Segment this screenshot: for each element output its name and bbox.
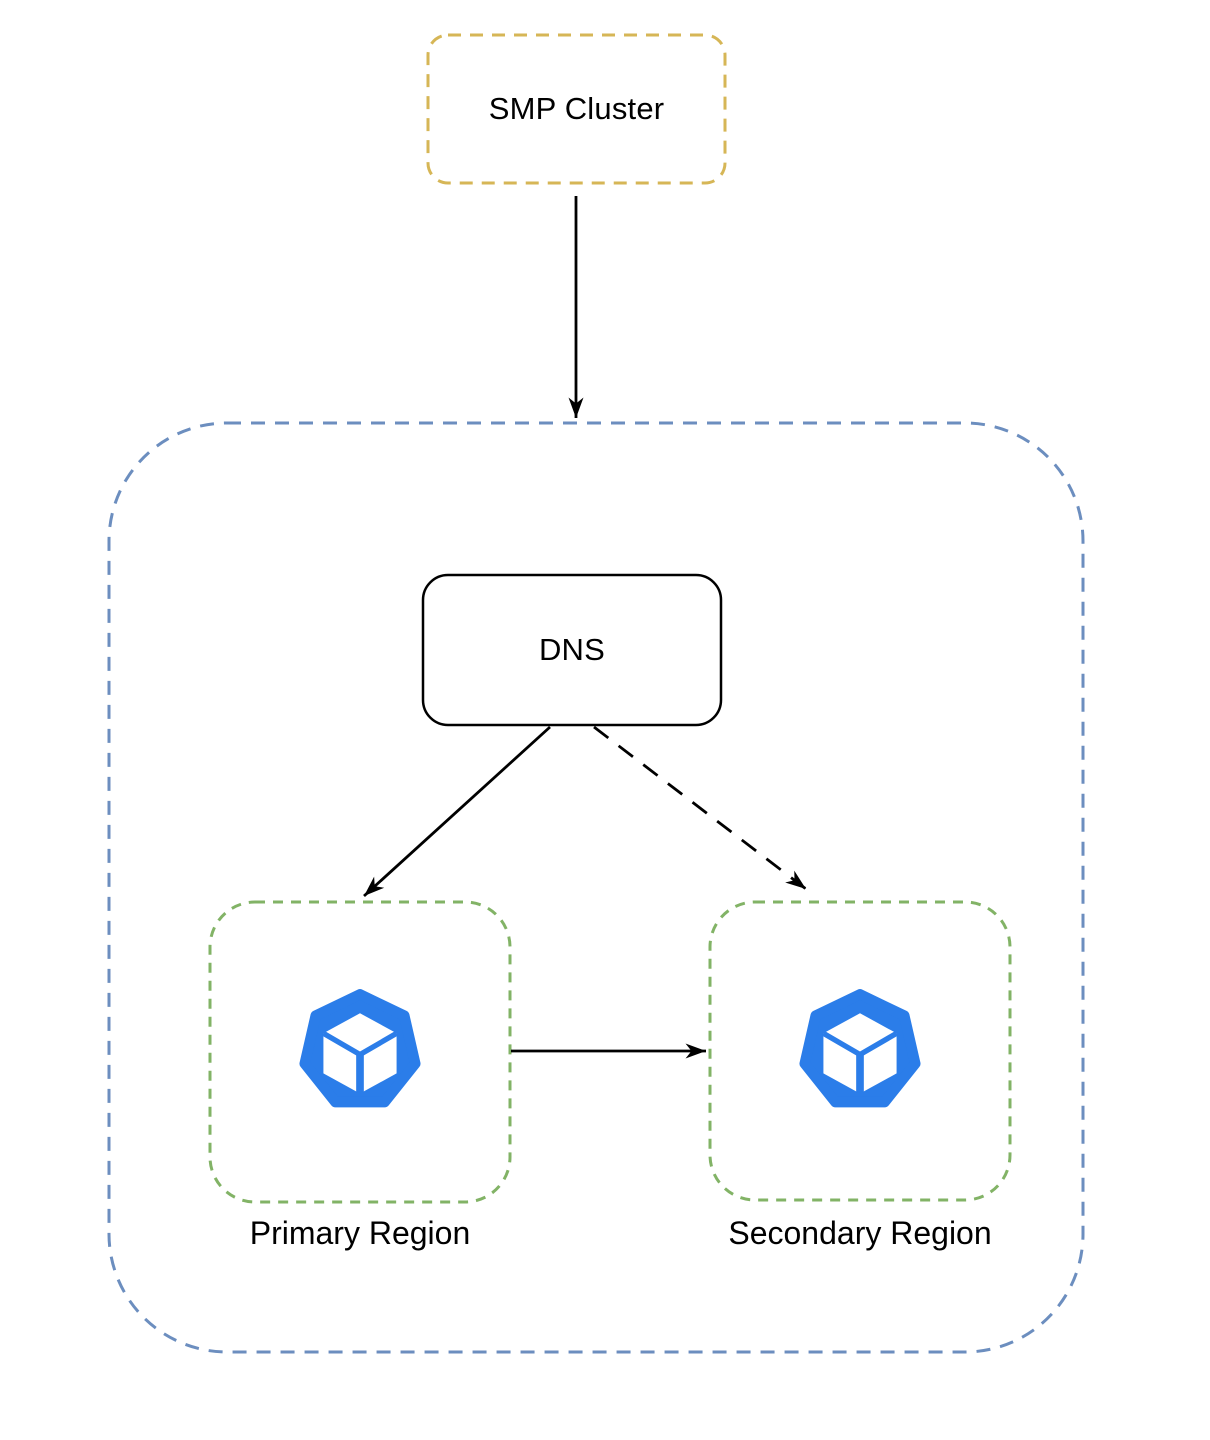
edge-dns-to-secondary[interactable] — [593, 725, 807, 891]
heptagon-cube-icon-primary — [299, 989, 421, 1108]
dns-label: DNS — [538, 632, 606, 668]
cluster-container-box[interactable] — [107, 421, 1085, 1354]
smp-cluster-box[interactable] — [426, 33, 727, 185]
smp-cluster-label: SMP Cluster — [488, 91, 665, 127]
primary-region-label: Primary Region — [249, 1215, 471, 1251]
edge-dns-to-primary[interactable] — [363, 725, 551, 898]
secondary-region-label: Secondary Region — [728, 1215, 992, 1251]
dns-box[interactable] — [421, 573, 723, 727]
heptagon-cube-icon-secondary — [799, 989, 921, 1108]
